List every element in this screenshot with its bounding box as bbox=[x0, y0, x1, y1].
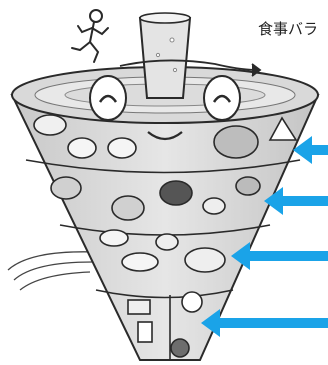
spin-lines bbox=[7, 251, 96, 291]
milk-glass-icon bbox=[137, 321, 153, 343]
running-person-icon bbox=[71, 9, 109, 63]
tier-fukusai-foods bbox=[50, 176, 261, 221]
onigiri-icon bbox=[268, 116, 298, 141]
rotation-arrow bbox=[119, 59, 262, 77]
bread-icon bbox=[33, 114, 67, 136]
tier-milk-fruit-foods bbox=[127, 291, 203, 358]
vegetable-plate-icon bbox=[111, 195, 145, 221]
miso-soup-icon bbox=[235, 176, 261, 196]
fruit-icon bbox=[170, 338, 190, 358]
arrow-tier-4 bbox=[201, 309, 328, 337]
apple-icon bbox=[181, 291, 203, 313]
rice-bowl-icon bbox=[107, 137, 137, 159]
salad-icon bbox=[50, 176, 82, 200]
tofu-bowl-icon bbox=[155, 233, 179, 251]
fish-plate-icon bbox=[121, 252, 159, 272]
tier-shushoku-foods bbox=[33, 114, 298, 159]
arrow-tier-3 bbox=[231, 242, 328, 270]
tier-shusai-foods bbox=[99, 229, 226, 273]
caption-text: 食事バラ bbox=[258, 20, 319, 38]
arrow-tier-1 bbox=[293, 136, 328, 164]
udon-bowl-icon bbox=[213, 125, 259, 159]
cone-face bbox=[89, 75, 241, 141]
arrow-tier-2 bbox=[264, 187, 328, 215]
small-bowl-icon bbox=[202, 197, 226, 215]
water-glass-icon bbox=[138, 12, 192, 99]
cheese-icon bbox=[127, 299, 151, 315]
tier-arrows bbox=[201, 136, 328, 337]
soup-bowl-icon bbox=[159, 180, 193, 206]
smile bbox=[147, 131, 183, 141]
rice-bowl-icon bbox=[67, 137, 97, 159]
egg-plate-icon bbox=[99, 229, 129, 247]
meat-plate-icon bbox=[184, 247, 226, 273]
